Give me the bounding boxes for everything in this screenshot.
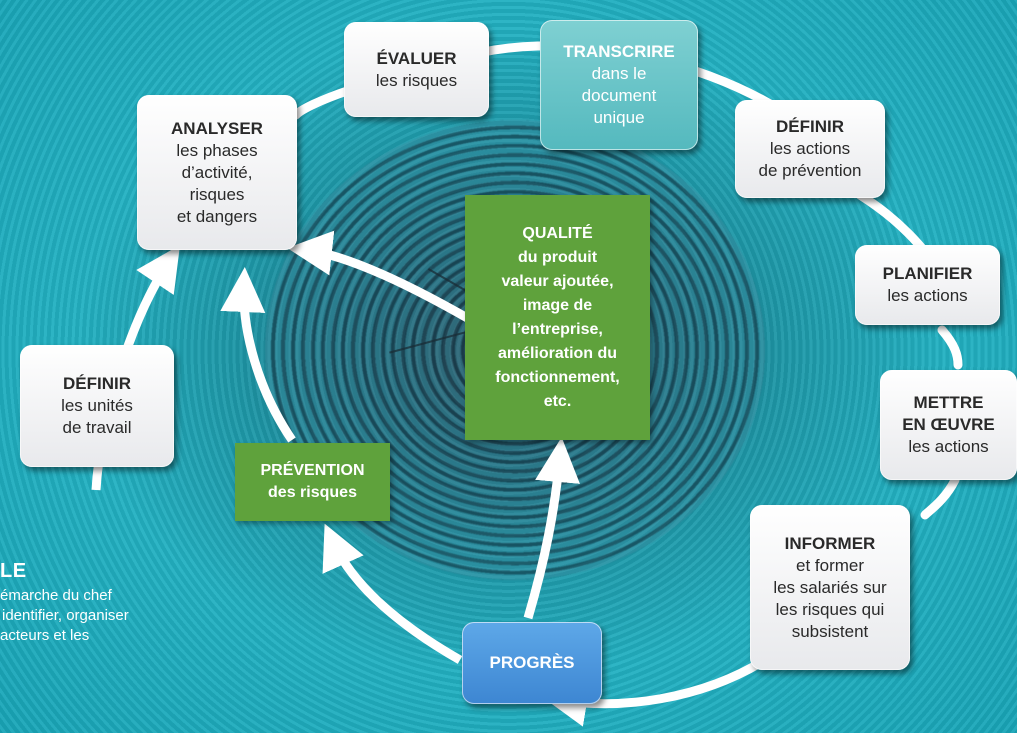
center-prevention-box: PRÉVENTION des risques xyxy=(235,443,390,521)
step-text-line: et former xyxy=(795,555,865,575)
step-definir-actions: DÉFINIR les actions de prévention xyxy=(735,100,885,198)
step-text-line: les actions xyxy=(769,139,851,158)
qualite-line: image de xyxy=(522,296,593,314)
step-text-line: les actions xyxy=(908,437,989,456)
side-paragraph: émarche du chef identifier, organiser ac… xyxy=(0,586,200,646)
step-definir-unites: DÉFINIR les unités de travail xyxy=(20,345,174,467)
prevention-line: PRÉVENTION xyxy=(260,462,365,479)
inner-arrow xyxy=(523,437,580,620)
step-text-line: les risques qui xyxy=(775,599,885,619)
step-title: ANALYSER xyxy=(171,118,263,138)
step-text-line: les salariés sur xyxy=(773,577,887,597)
inner-arrow xyxy=(287,230,491,334)
side-text-line: émarche du chef xyxy=(0,587,112,604)
step-transcrire: TRANSCRIRE dans le document unique xyxy=(540,20,698,150)
step-informer: INFORMER et former les salariés sur les … xyxy=(750,505,910,670)
step-text-line: les risques xyxy=(375,70,458,90)
step-text-line: les phases xyxy=(176,140,258,160)
step-text-line: subsistent xyxy=(791,621,869,641)
qualite-line: etc. xyxy=(543,392,572,410)
qualite-line: QUALITÉ xyxy=(522,224,593,242)
step-title-line: METTRE xyxy=(913,393,984,412)
step-progres: PROGRÈS xyxy=(462,622,602,704)
inner-arrow xyxy=(220,267,296,443)
step-text-line: les unités xyxy=(61,396,133,415)
inner-arrow xyxy=(322,523,463,664)
step-title: DÉFINIR xyxy=(63,374,131,393)
step-title: INFORMER xyxy=(784,533,876,553)
step-text-line: et dangers xyxy=(176,206,258,226)
qualite-line: l’entreprise, xyxy=(512,320,603,338)
step-text-line: les actions xyxy=(887,286,968,305)
side-heading: LE xyxy=(0,560,27,582)
step-title: DÉFINIR xyxy=(776,117,844,136)
qualite-line: amélioration du xyxy=(497,344,618,362)
step-analyser: ANALYSER les phases d’activité, risques … xyxy=(137,95,297,250)
step-title-line: EN ŒUVRE xyxy=(902,415,995,434)
step-mettre-en-oeuvre: METTRE EN ŒUVRE les actions xyxy=(880,370,1017,480)
qualite-line: valeur ajoutée, xyxy=(501,272,614,290)
qualite-line: du produit xyxy=(517,248,598,266)
qualite-line: fonctionnement, xyxy=(495,368,620,386)
step-evaluer: ÉVALUER les risques xyxy=(344,22,489,117)
outer-cycle-arrow xyxy=(920,475,960,520)
step-text-line: d’activité, xyxy=(181,162,253,182)
step-text-line: document xyxy=(581,86,657,105)
side-text-line: identifier, organiser xyxy=(2,607,129,624)
step-title: TRANSCRIRE xyxy=(563,42,675,61)
outer-cycle-arrow xyxy=(291,85,355,120)
step-title: PROGRÈS xyxy=(489,653,575,672)
step-text-line: unique xyxy=(593,108,645,127)
prevention-line: des risques xyxy=(268,484,357,501)
step-text-line: risques xyxy=(189,184,245,204)
step-text-line: dans le xyxy=(591,64,647,83)
step-title: PLANIFIER xyxy=(882,264,973,283)
step-text-line: de prévention xyxy=(758,161,862,180)
step-planifier: PLANIFIER les actions xyxy=(855,245,1000,325)
step-title: ÉVALUER xyxy=(376,48,457,68)
side-text-line: acteurs et les xyxy=(0,627,90,644)
center-qualite-box: QUALITÉ du produit valeur ajoutée, image… xyxy=(465,195,650,440)
step-text-line: de travail xyxy=(62,418,132,437)
outer-cycle-arrow xyxy=(937,325,963,370)
